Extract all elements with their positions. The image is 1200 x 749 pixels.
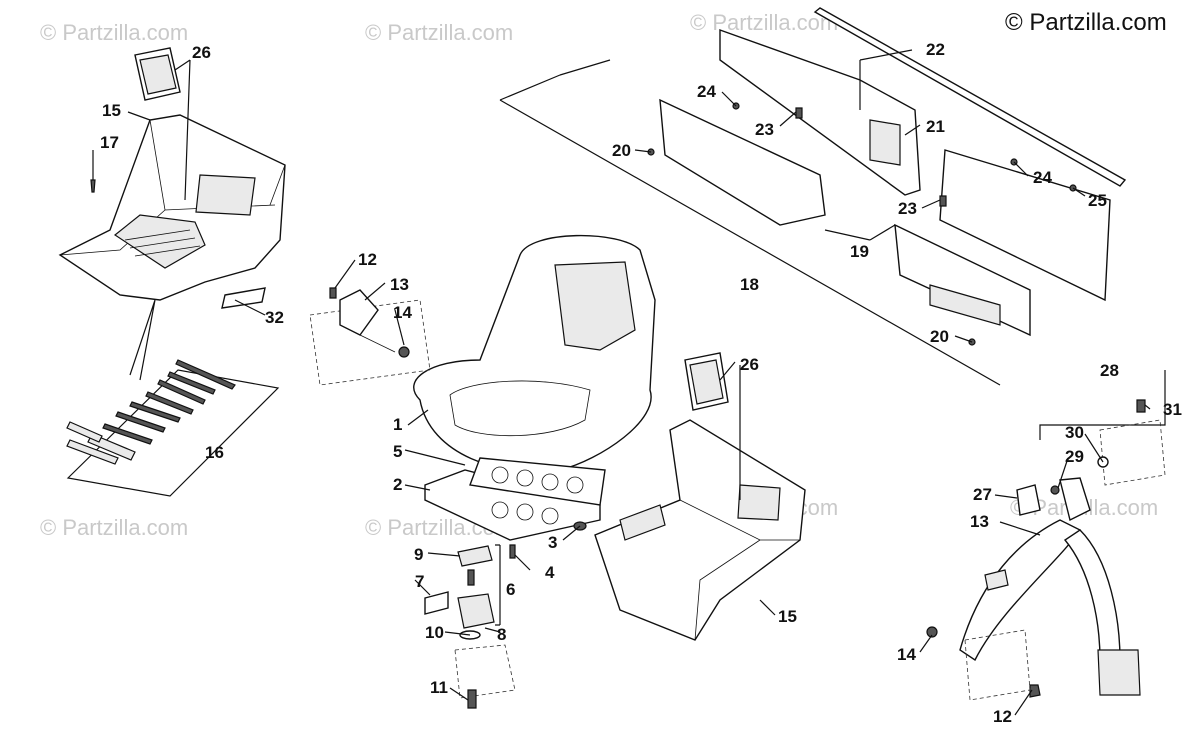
- seat-cushion-1: [413, 234, 656, 473]
- callout-27: 27: [973, 485, 992, 504]
- screw-17: [90, 179, 96, 193]
- callout-10: 10: [425, 623, 444, 642]
- callout-8: 8: [497, 625, 506, 644]
- callout-3: 3: [548, 533, 557, 552]
- callout-23: 23: [898, 199, 917, 218]
- screw-4: [509, 544, 516, 559]
- watermark: © Partzilla.com: [365, 20, 513, 45]
- leader-lines: [92, 49, 1151, 716]
- callout-16: 16: [205, 443, 224, 462]
- callout-24: 24: [697, 82, 716, 101]
- seat-belt-buckle-small: [309, 287, 431, 386]
- callout-13: 13: [390, 275, 409, 294]
- callout-9: 9: [414, 545, 423, 564]
- callout-2: 2: [393, 475, 402, 494]
- callout-12: 12: [993, 707, 1012, 726]
- callout-17: 17: [100, 133, 119, 152]
- callout-22: 22: [926, 40, 945, 59]
- callout-23: 23: [755, 120, 774, 139]
- copyright-notice: © Partzilla.com: [1005, 9, 1167, 36]
- trim-strip-22: [813, 7, 1127, 187]
- callout-6: 6: [506, 580, 515, 599]
- callout-21: 21: [926, 117, 945, 136]
- tool-kit-16: [66, 359, 280, 497]
- seat-cover-26-left: [134, 47, 181, 101]
- back-panel-assembly: [499, 29, 1111, 386]
- callout-26: 26: [740, 355, 759, 374]
- callout-26: 26: [192, 43, 211, 62]
- callout-14: 14: [897, 645, 916, 664]
- callout-24: 24: [1033, 168, 1052, 187]
- callout-15: 15: [102, 101, 121, 120]
- callout-25: 25: [1088, 191, 1107, 210]
- watermark: © Partzilla.com: [690, 10, 838, 35]
- seat-cover-26-right: [684, 352, 729, 411]
- watermark: © Partzilla.com: [40, 515, 188, 540]
- callout-20: 20: [930, 327, 949, 346]
- callout-15: 15: [778, 607, 797, 626]
- callout-7: 7: [415, 572, 424, 591]
- latch-assembly-6: [424, 545, 516, 709]
- callout-29: 29: [1065, 447, 1084, 466]
- callout-12: 12: [358, 250, 377, 269]
- callout-4: 4: [545, 563, 555, 582]
- seat-frame-2: [424, 457, 606, 541]
- callout-32: 32: [265, 308, 284, 327]
- callout-1: 1: [393, 415, 402, 434]
- back-panel-fasteners: [647, 102, 1077, 346]
- callout-14: 14: [393, 303, 412, 322]
- callout-28: 28: [1100, 361, 1119, 380]
- seat-base-left: [58, 114, 286, 309]
- bracket-6-ends: [495, 544, 500, 626]
- callout-19: 19: [850, 242, 869, 261]
- callout-30: 30: [1065, 423, 1084, 442]
- seat-base-right: [594, 419, 806, 641]
- callout-31: 31: [1163, 400, 1182, 419]
- callout-13: 13: [970, 512, 989, 531]
- seat-belt-assembly: [926, 370, 1166, 701]
- callout-5: 5: [393, 442, 402, 461]
- watermark: © Partzilla.com: [40, 20, 188, 45]
- callout-18: 18: [740, 275, 759, 294]
- callout-11: 11: [430, 678, 448, 697]
- callout-20: 20: [612, 141, 631, 160]
- callouts: 26 15 17 32 16 12 13 14 22 24 23 21 20 2…: [100, 40, 1182, 726]
